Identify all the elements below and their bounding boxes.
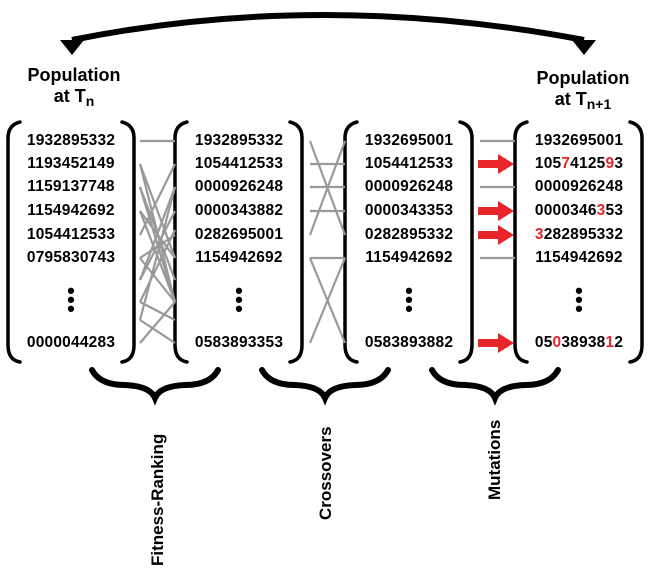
chromosome-row: 0000926248: [364, 178, 454, 195]
mutation-arrow: [478, 154, 514, 174]
column-brackets: [6, 120, 644, 364]
bracket-right-col2: [288, 120, 304, 364]
chromosome-row: 1154942692: [27, 202, 115, 219]
connector: [139, 163, 176, 236]
title-line2: at Tn+1: [554, 89, 612, 112]
connector: [138, 186, 177, 321]
cycle-arrowhead-right: [572, 40, 596, 55]
chromosome-row: 1932895332: [26, 132, 116, 149]
stage-label-fitness-ranking: Fitness-Ranking: [148, 433, 167, 566]
chromosome-row: 0282895332: [364, 226, 454, 243]
chromosome-row: 1057412593: [534, 155, 624, 172]
bracket-left-col2: [173, 120, 189, 364]
bracket-left-col4: [513, 120, 529, 364]
chromosome-row-last: 0000044283: [26, 334, 116, 351]
chromosome-row: 1193452149: [27, 155, 115, 172]
bracket-right-col4: [628, 120, 644, 364]
bracket-right-col3: [458, 120, 474, 364]
mutation-connectors: [478, 139, 515, 353]
chromosome-row: 0000926248: [194, 178, 284, 195]
chromosome-row: 0000343882: [194, 202, 284, 219]
chromosome-row: 1154942692: [195, 249, 283, 266]
stage-label-mutations: Mutations: [485, 419, 504, 500]
brace-mutations: [429, 367, 561, 406]
chromosome-row: 1932695001: [364, 132, 454, 149]
crossover-connectors: [308, 140, 347, 344]
title-population-tn1: Population at Tn+1: [518, 68, 648, 112]
brace-fitness-ranking: [89, 367, 221, 406]
bracket-right-col1: [120, 120, 136, 364]
title-line2: at Tn: [53, 86, 95, 109]
chromosome-row: 3282895332: [534, 226, 624, 243]
connector: [308, 257, 347, 344]
mutation-arrow: [478, 201, 514, 221]
mutation-arrow: [478, 333, 514, 353]
ellipsis-dots: • • •: [575, 278, 583, 321]
ellipsis-dots: • • •: [67, 278, 75, 321]
chromosome-row: 0282695001: [194, 226, 284, 243]
connector: [139, 319, 176, 344]
chromosome-row: 1054412533: [364, 155, 454, 172]
chromosome-row: 1159137748: [27, 178, 115, 195]
stage-braces: [89, 367, 561, 406]
chromosome-row: 1932695001: [534, 132, 624, 149]
stage-label-crossovers: Crossovers: [316, 426, 335, 520]
chromosome-row: 1932895332: [194, 132, 284, 149]
connector: [139, 210, 176, 281]
chromosome-row-last: 0503893812: [534, 334, 624, 351]
chromosome-row: 0000343353: [364, 202, 454, 219]
mutation-arrow: [478, 225, 514, 245]
chromosome-row: 1154942692: [365, 249, 453, 266]
connector: [139, 301, 176, 344]
connector: [138, 186, 177, 281]
bracket-left-col3: [343, 120, 359, 364]
title-line1: Population: [27, 65, 121, 85]
fitness-ranking-connectors: [138, 139, 177, 344]
chromosome-row: 0795830743: [26, 249, 116, 266]
cycle-arc: [71, 12, 585, 43]
chromosome-row: 1054412533: [194, 155, 284, 172]
chromosome-row: 0000926248: [534, 178, 624, 195]
connector: [139, 301, 176, 321]
chromosome-row: 1154942692: [535, 249, 623, 266]
ellipsis-dots: • • •: [235, 278, 243, 321]
title-population-tn: Population at Tn: [14, 65, 134, 109]
cycle-arrowhead-left: [60, 40, 84, 55]
chromosome-row-last: 0583893353: [194, 334, 284, 351]
chromosome-row-last: 0583893882: [364, 334, 454, 351]
chromosome-row: 1054412533: [26, 226, 116, 243]
title-line1: Population: [536, 68, 630, 88]
connector: [139, 229, 176, 303]
bracket-left-col1: [6, 120, 22, 364]
brace-crossovers: [259, 367, 391, 406]
ellipsis-dots: • • •: [405, 278, 413, 321]
chromosome-row: 0000346353: [534, 202, 624, 219]
